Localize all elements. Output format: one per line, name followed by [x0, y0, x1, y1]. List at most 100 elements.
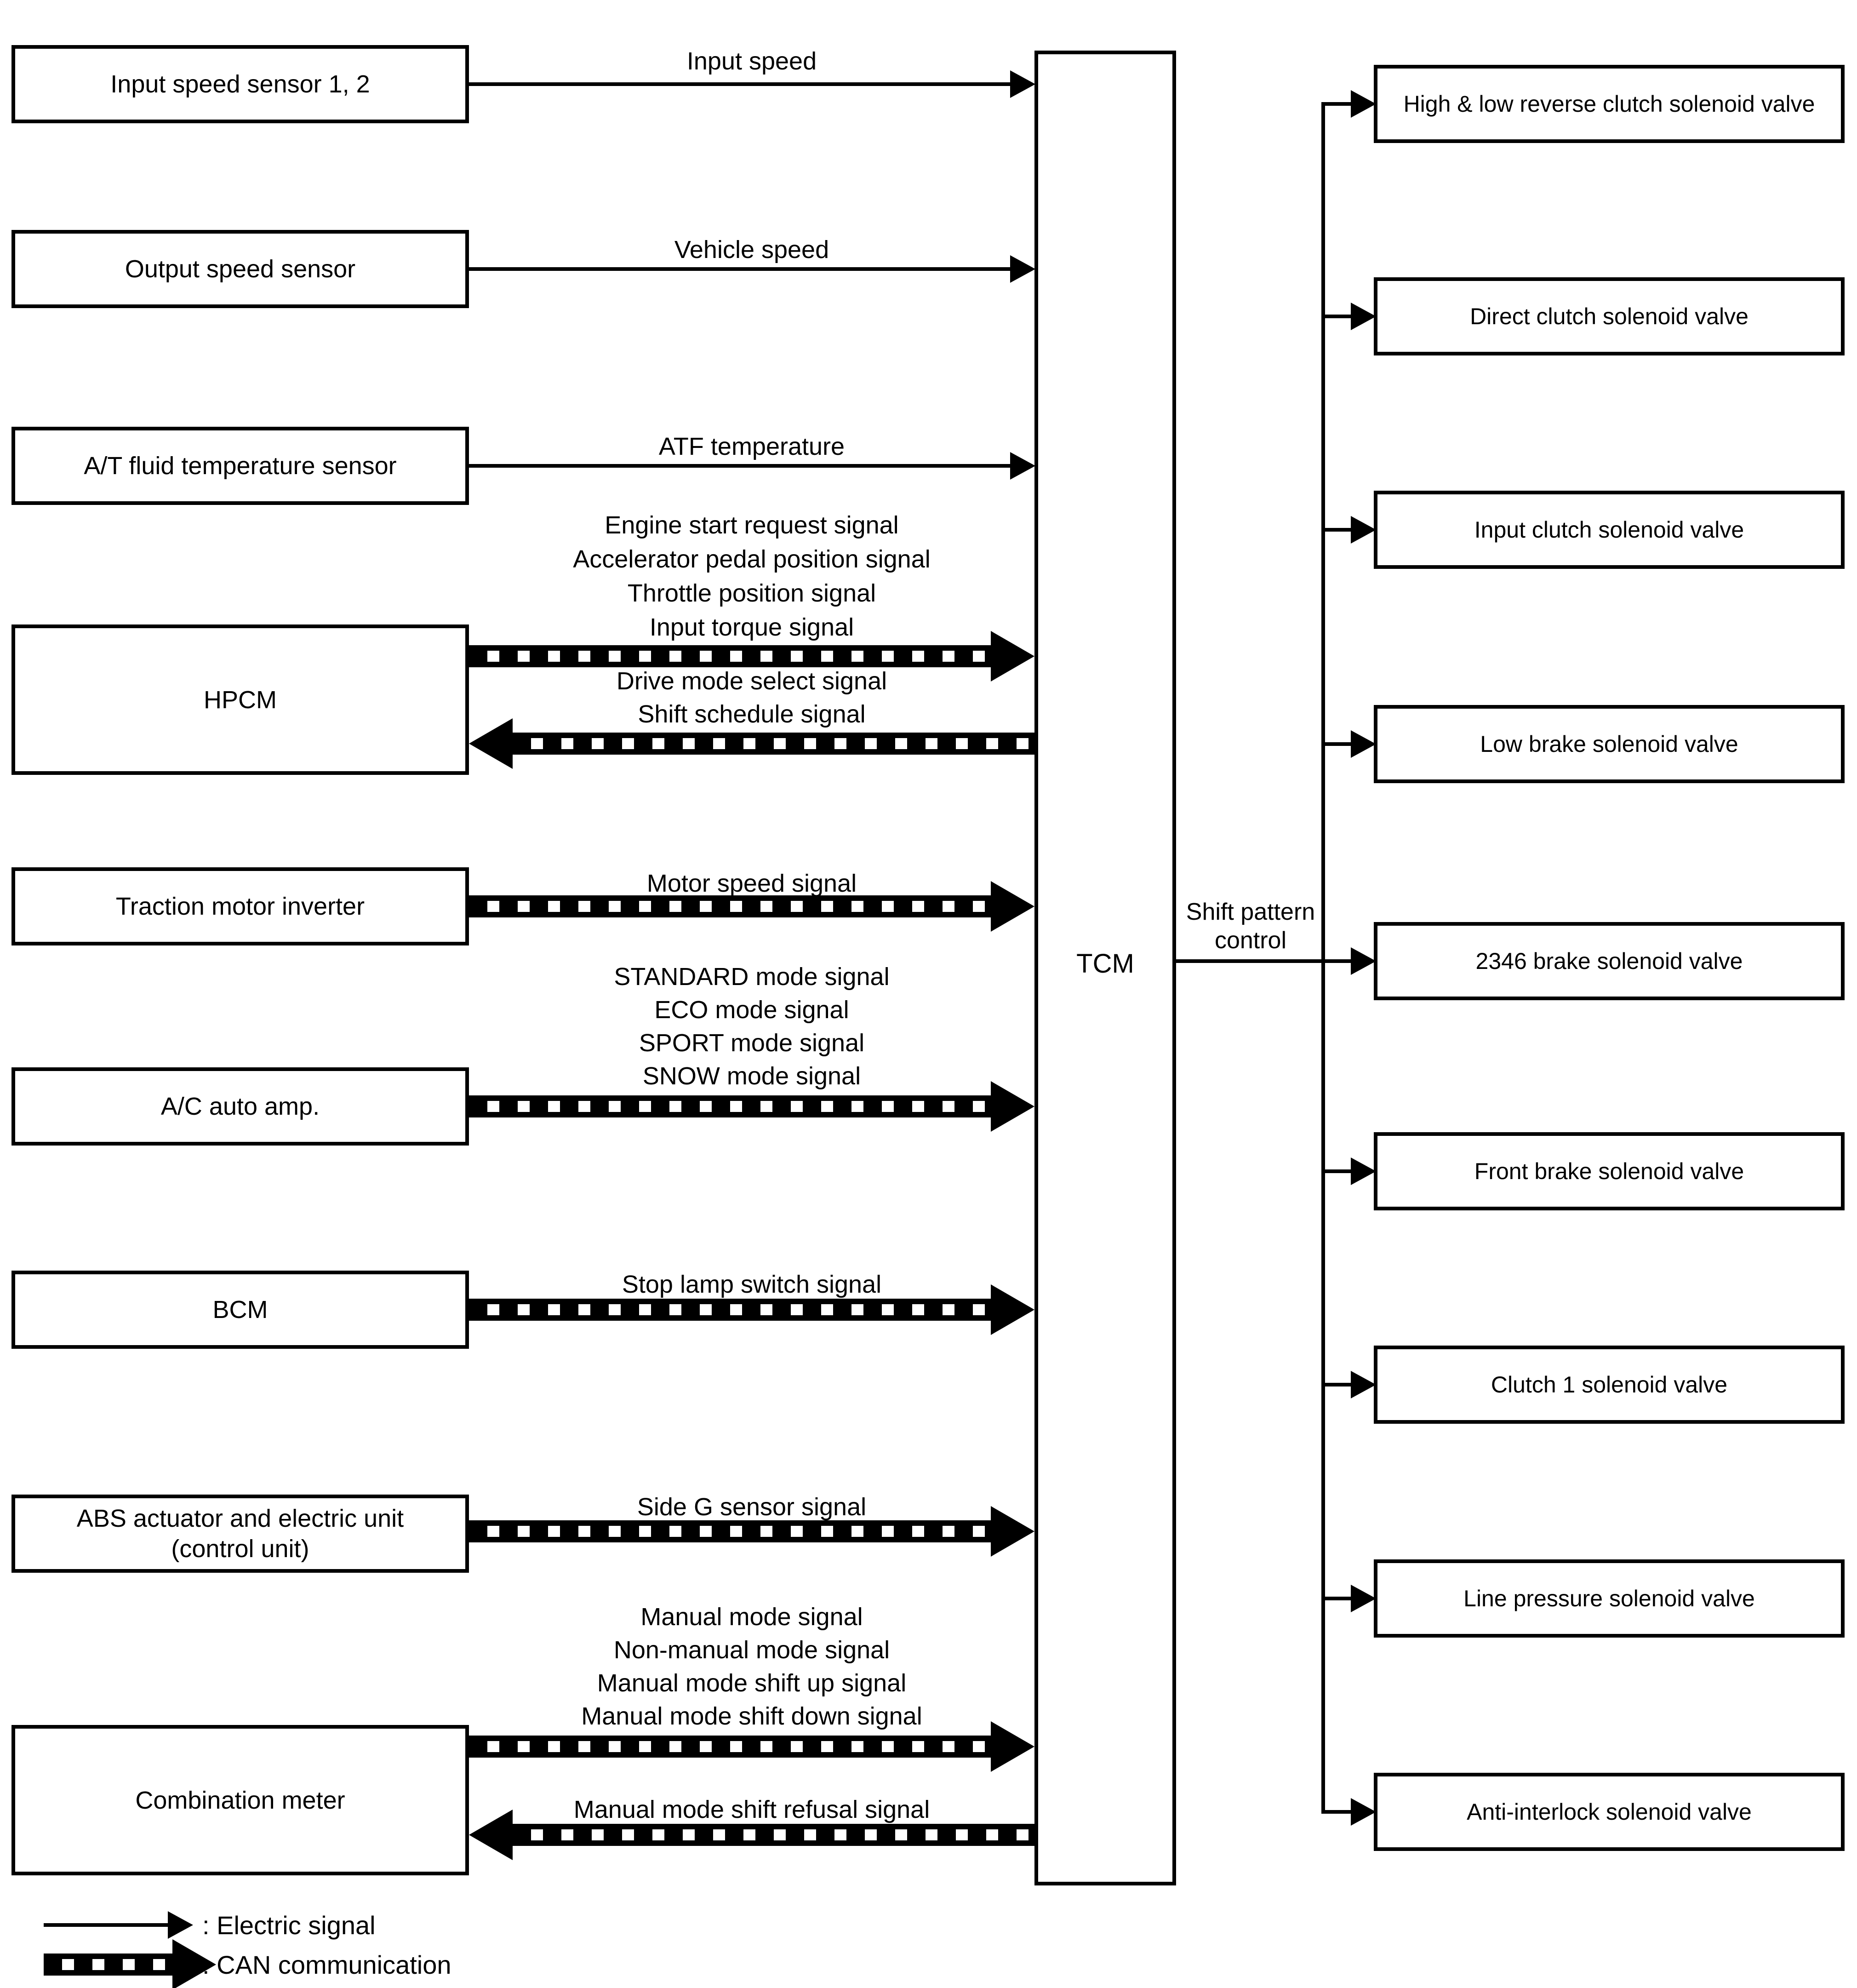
- legend-can-arrow-icon: [44, 1954, 172, 1976]
- arrowhead-icon: [172, 1939, 216, 1988]
- node-2346-brake-solenoid: 2346 brake solenoid valve: [1374, 922, 1845, 1000]
- signal-line: Manual mode signal: [640, 1603, 863, 1631]
- arrowhead-icon: [469, 1810, 513, 1860]
- node-tcm: [1034, 51, 1176, 1885]
- can-arrow-manual-mode: [469, 1736, 991, 1758]
- shift-pattern-main-line: [1176, 959, 1351, 963]
- arrowhead-icon: [991, 1081, 1034, 1132]
- arrowhead-icon: [1010, 452, 1035, 480]
- tcm-label: TCM: [1076, 949, 1134, 979]
- arrowhead-icon: [991, 881, 1034, 932]
- node-low-brake-solenoid: Low brake solenoid valve: [1374, 705, 1845, 783]
- node-traction-motor-inverter: Traction motor inverter: [11, 867, 469, 945]
- signal-line: STANDARD mode signal: [614, 963, 890, 991]
- signal-line: Manual mode shift down signal: [581, 1702, 922, 1730]
- electric-arrow-input-speed: [469, 82, 1010, 86]
- can-arrow-motor-speed: [469, 895, 991, 917]
- branch-line: [1321, 102, 1351, 106]
- arrowhead-icon: [1351, 1371, 1376, 1398]
- signal-label-manual-mode: Manual mode signal Non-manual mode signa…: [469, 1600, 1034, 1733]
- node-label: ABS actuator and electric unit (control u…: [77, 1503, 404, 1564]
- signal-line: Shift schedule signal: [638, 700, 866, 728]
- can-arrow-manual-refusal: [513, 1824, 1034, 1846]
- signal-line: ECO mode signal: [654, 996, 849, 1024]
- node-at-fluid-temp-sensor: A/T fluid temperature sensor: [11, 427, 469, 505]
- node-label: BCM: [212, 1296, 268, 1323]
- node-label: Combination meter: [135, 1786, 345, 1814]
- node-label: A/C auto amp.: [160, 1093, 320, 1120]
- legend-can-label: : CAN communication: [202, 1950, 451, 1979]
- electric-arrow-atf-temperature: [469, 464, 1010, 468]
- node-clutch-1-solenoid: Clutch 1 solenoid valve: [1374, 1346, 1845, 1424]
- node-label: Traction motor inverter: [115, 893, 365, 920]
- arrowhead-icon: [1351, 303, 1376, 330]
- can-arrow-stop-lamp: [469, 1299, 991, 1321]
- shift-pattern-line: Shift pattern: [1186, 899, 1315, 925]
- signal-label-motor-speed: Motor speed signal: [469, 866, 1034, 900]
- branch-line: [1321, 1383, 1351, 1386]
- branch-line: [1321, 1169, 1351, 1173]
- branch-line: [1321, 742, 1351, 746]
- node-anti-interlock-solenoid: Anti-interlock solenoid valve: [1374, 1773, 1845, 1851]
- node-label: 2346 brake solenoid valve: [1475, 948, 1743, 974]
- arrowhead-icon: [991, 1721, 1034, 1772]
- node-direct-clutch-solenoid: Direct clutch solenoid valve: [1374, 277, 1845, 355]
- can-arrow-hpcm-to-tcm: [469, 645, 991, 667]
- node-label: A/T fluid temperature sensor: [84, 452, 397, 480]
- signal-line: Input torque signal: [649, 613, 854, 641]
- shift-pattern-line: control: [1214, 927, 1287, 954]
- signal-line: Manual mode shift up signal: [597, 1669, 907, 1697]
- signal-line: Motor speed signal: [646, 870, 857, 897]
- signal-line: Vehicle speed: [674, 236, 829, 264]
- node-front-brake-solenoid: Front brake solenoid valve: [1374, 1132, 1845, 1210]
- signal-line: Side G sensor signal: [637, 1493, 867, 1521]
- signal-label-hpcm-to-tcm: Engine start request signal Accelerator …: [469, 508, 1034, 644]
- node-input-clutch-solenoid: Input clutch solenoid valve: [1374, 491, 1845, 569]
- node-label: Front brake solenoid valve: [1474, 1158, 1744, 1184]
- shift-pattern-control-label: Shift pattern control: [1176, 898, 1325, 955]
- arrowhead-icon: [1351, 90, 1376, 118]
- can-arrow-tcm-to-hpcm: [513, 733, 1034, 755]
- node-label-line2: (control unit): [171, 1535, 309, 1563]
- arrowhead-icon: [168, 1911, 193, 1939]
- branch-line: [1321, 315, 1351, 318]
- node-label-line1: ABS actuator and electric unit: [76, 1505, 404, 1532]
- signal-line: SPORT mode signal: [639, 1029, 865, 1057]
- node-label: Input speed sensor 1, 2: [110, 70, 370, 98]
- arrowhead-icon: [1010, 70, 1035, 98]
- signal-label-atf-temperature: ATF temperature: [469, 430, 1034, 464]
- node-label: Output speed sensor: [125, 255, 356, 283]
- signal-line: Accelerator pedal position signal: [573, 545, 931, 573]
- arrowhead-icon: [991, 631, 1034, 682]
- signal-line: Engine start request signal: [605, 511, 899, 539]
- arrowhead-icon: [1351, 1157, 1376, 1185]
- signal-label-tcm-to-hpcm: Drive mode select signal Shift schedule …: [469, 665, 1034, 731]
- signal-line: Non-manual mode signal: [613, 1636, 890, 1664]
- node-label: Line pressure solenoid valve: [1463, 1586, 1755, 1611]
- node-label: Low brake solenoid valve: [1480, 731, 1738, 757]
- node-label: Direct clutch solenoid valve: [1470, 304, 1748, 329]
- node-ac-auto-amp: A/C auto amp.: [11, 1067, 469, 1146]
- node-label: Input clutch solenoid valve: [1474, 517, 1744, 543]
- signal-line: Stop lamp switch signal: [622, 1271, 882, 1298]
- arrowhead-icon: [1351, 1798, 1376, 1826]
- signal-label-input-speed: Input speed: [469, 44, 1034, 78]
- signal-line: Manual mode shift refusal signal: [573, 1796, 930, 1823]
- legend-electric-arrow-icon: [44, 1923, 168, 1927]
- arrowhead-icon: [469, 718, 513, 769]
- signal-label-ac-mode: STANDARD mode signal ECO mode signal SPO…: [469, 960, 1034, 1093]
- node-input-speed-sensor: Input speed sensor 1, 2: [11, 45, 469, 123]
- signal-line: Input speed: [686, 47, 817, 75]
- signal-label-stop-lamp: Stop lamp switch signal: [469, 1267, 1034, 1301]
- signal-line: Drive mode select signal: [616, 667, 887, 695]
- arrowhead-icon: [991, 1284, 1034, 1335]
- can-arrow-ac-mode: [469, 1095, 991, 1117]
- electric-arrow-vehicle-speed: [469, 267, 1010, 271]
- can-arrow-side-g: [469, 1520, 991, 1542]
- node-label: High & low reverse clutch solenoid valve: [1403, 91, 1815, 117]
- arrowhead-icon: [1351, 947, 1376, 975]
- node-bcm: BCM: [11, 1271, 469, 1349]
- node-abs-actuator: ABS actuator and electric unit (control u…: [11, 1495, 469, 1573]
- arrowhead-icon: [1010, 255, 1035, 283]
